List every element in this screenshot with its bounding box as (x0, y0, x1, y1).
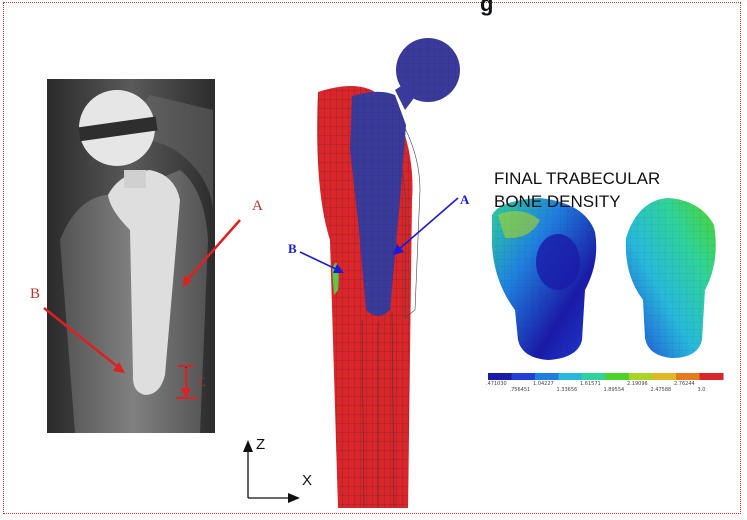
legend-tick-label: .471030 (486, 381, 507, 387)
legend-tick-label: .756451 (510, 387, 531, 393)
density-legend-bar (488, 373, 724, 380)
legend-swatch (653, 373, 677, 380)
axis-triad (243, 440, 300, 503)
xray-label-a: A (252, 198, 263, 215)
legend-swatch (606, 373, 630, 380)
density-title-line2: BONE DENSITY (494, 190, 660, 213)
density-render-left (492, 198, 596, 360)
xray-label-c: C (197, 374, 206, 390)
legend-swatch (582, 373, 606, 380)
legend-swatch (512, 373, 536, 380)
legend-tick-label: 1.61571 (580, 381, 601, 387)
legend-tick-label: 1.33656 (557, 387, 578, 393)
axis-z-label: Z (256, 436, 265, 453)
legend-tick-label: 2.47588 (651, 387, 672, 393)
legend-tick-label: 3.0 (698, 387, 706, 393)
density-title-line1: FINAL TRABECULAR (494, 167, 660, 190)
legend-swatch (629, 373, 653, 380)
legend-swatch (488, 373, 512, 380)
legend-tick-label: 2.19096 (627, 381, 648, 387)
axis-x-label: X (302, 472, 312, 489)
fe-label-a: A (460, 192, 469, 208)
legend-tick-label: 1.89554 (604, 387, 625, 393)
legend-tick-label: 1.04227 (533, 381, 554, 387)
xray-label-b: B (30, 286, 40, 303)
legend-swatch (676, 373, 700, 380)
xray-image (47, 79, 215, 433)
density-render-right (626, 198, 716, 358)
legend-swatch (559, 373, 583, 380)
legend-swatch (700, 373, 724, 380)
legend-swatch (535, 373, 559, 380)
fe-label-b: B (288, 241, 297, 257)
density-title: FINAL TRABECULAR BONE DENSITY (494, 167, 660, 213)
legend-tick-label: 2.76244 (674, 381, 695, 387)
